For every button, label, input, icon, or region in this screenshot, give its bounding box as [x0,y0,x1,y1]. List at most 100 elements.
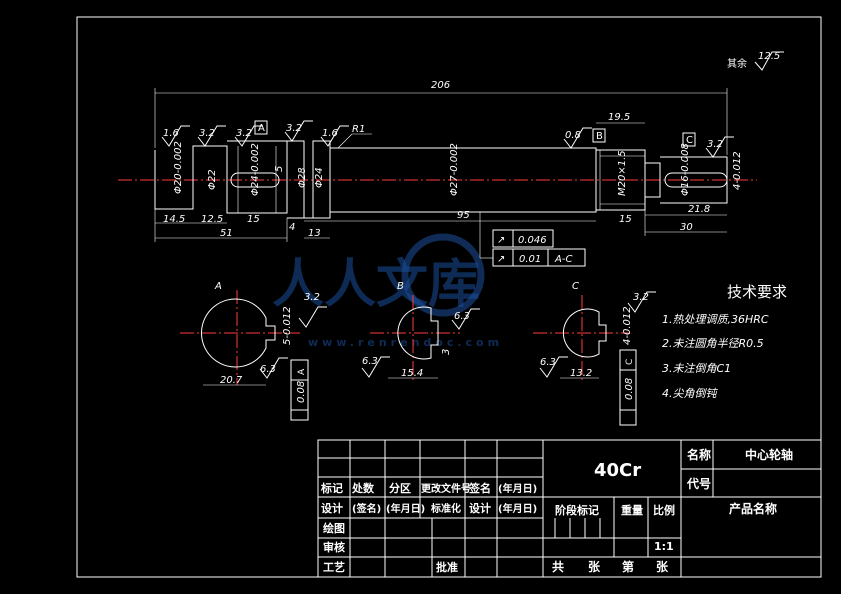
svg-text:3.2: 3.2 [633,292,649,303]
svg-text:3.2: 3.2 [286,123,302,134]
section-a-label: A [214,281,222,292]
dim-dia-22: Φ22 [207,169,218,190]
svg-text:R1: R1 [352,124,365,135]
svg-text:6.3: 6.3 [540,357,556,368]
watermark: 人人文库 www.renrendoc.com [272,233,503,349]
keyway-c [664,172,728,188]
svg-text:工艺: 工艺 [323,560,345,574]
material: 40Cr [594,460,641,481]
dim-5: 5 [274,166,285,172]
name-label: 名称 [687,447,711,462]
dim-thread: M20×1.5 [617,150,628,196]
dim-4: 4 [289,222,295,233]
svg-text:0.046: 0.046 [518,235,547,246]
section-b: B 6.3 6.3 15.4 3 [361,281,480,380]
svg-text:分区: 分区 [389,481,411,495]
datum-c: C [686,135,693,146]
svg-text:3.2: 3.2 [707,139,723,150]
code-label: 代号 [686,476,711,491]
svg-text:(年月日): (年月日) [498,502,537,515]
svg-text:标记: 标记 [320,481,343,495]
dim-19-5: 19.5 [608,112,630,123]
svg-text:6.3: 6.3 [454,311,470,322]
requirement-item: 4.尖角倒钝 [662,387,718,400]
svg-text:0.01: 0.01 [519,254,541,265]
dim-21-8: 21.8 [688,204,710,215]
svg-text:6.3: 6.3 [260,364,276,375]
svg-text:0.8: 0.8 [565,130,581,141]
dim-12-5: 12.5 [201,214,223,225]
radius-callout: R1 [337,124,372,149]
svg-text:3: 3 [441,349,452,355]
svg-text:重量: 重量 [621,503,643,517]
datum-b: B [596,131,603,142]
dim-13: 13 [308,228,321,239]
dim-keyway-4p: 4-0.012 [732,151,743,190]
watermark-logo: 人人文库 [272,255,480,315]
svg-text:审核: 审核 [323,540,345,554]
svg-text:共: 共 [552,559,564,574]
svg-text:13.2: 13.2 [570,368,592,379]
svg-text:绘图: 绘图 [323,521,345,535]
svg-text:批准: 批准 [436,560,458,574]
dim-15a: 15 [247,214,260,225]
svg-text:20.7: 20.7 [220,375,243,386]
svg-text:↗: ↗ [497,235,505,246]
svg-text:6.3: 6.3 [362,356,378,367]
svg-text:0.08: 0.08 [296,381,307,403]
dim-30: 30 [680,222,693,233]
roughness-rest: 其余 12.5 [727,51,784,71]
svg-text:1.6: 1.6 [163,128,179,139]
section-a: A 3.2 6.3 20.7 5-0.012 0.08 A [180,281,327,421]
dim-dia-27: Φ27-0.002 [449,143,460,196]
svg-text:(签名): (签名) [352,502,381,515]
requirement-item: 3.未注倒角C1 [662,362,731,375]
svg-text:12.5: 12.5 [758,51,780,62]
svg-text:0.08: 0.08 [624,378,635,400]
svg-text:张: 张 [656,559,669,574]
technical-requirements: 技术要求 1.热处理调质,36HRC 2.未注圆角半径R0.5 3.未注倒角C1… [662,283,787,400]
section-c: C 3.2 6.3 13.2 4-0.012 C 0.08 [533,281,656,426]
svg-text:处数: 处数 [351,481,375,495]
svg-text:1.6: 1.6 [322,128,338,139]
svg-text:(年月日): (年月日) [386,502,425,515]
dim-dia-28: Φ28 [297,167,308,188]
svg-text:A: A [297,368,307,375]
part-name: 中心轮轴 [745,447,793,462]
dim-dia-24b: Φ24 [314,167,325,188]
svg-text:签名: 签名 [468,481,491,495]
dim-dia-20: Φ20-0.002 [173,141,184,194]
requirements-title: 技术要求 [727,283,787,301]
svg-text:A-C: A-C [554,254,572,265]
svg-text:设计: 设计 [321,501,343,515]
dim-15b: 15 [619,214,632,225]
svg-text:(年月日): (年月日) [498,482,537,495]
dim-95: 95 [457,210,470,221]
watermark-url: www.renrendoc.com [308,336,503,349]
svg-text:3.2: 3.2 [304,292,320,303]
dim-dia-24: Φ24-0.002 [250,143,261,196]
svg-text:标准化: 标准化 [430,502,461,515]
dim-206: 206 [431,80,450,91]
svg-text:5-0.012: 5-0.012 [282,306,293,345]
datum-labels: A B C [254,120,696,147]
svg-text:C: C [625,359,635,365]
svg-text:3.2: 3.2 [199,128,215,139]
datum-a: A [258,123,265,134]
tolerance-frame: ↗ 0.046 ↗ 0.01 A-C [479,212,586,267]
svg-text:1:1: 1:1 [654,540,674,553]
svg-text:产品名称: 产品名称 [729,501,777,516]
svg-text:更改文件号: 更改文件号 [421,482,471,495]
svg-text:第: 第 [622,559,634,574]
title-block: 40Cr 名称 中心轮轴 代号 标记 处数 分区 更改文件号 签名 (年月日) … [317,439,822,578]
svg-text:张: 张 [588,559,601,574]
svg-text:其余: 其余 [727,57,747,70]
section-b-label: B [397,281,404,292]
shaft-main-view [118,140,757,219]
roughness-marks: 1.6 3.2 3.2 3.2 1.6 0.8 3.2 [161,120,734,158]
section-c-label: C [572,281,579,292]
keyway-a [230,172,280,188]
dim-dia-16: Φ16-0.008 [680,143,691,196]
dim-51: 51 [220,228,233,239]
svg-text:↗: ↗ [497,254,505,265]
